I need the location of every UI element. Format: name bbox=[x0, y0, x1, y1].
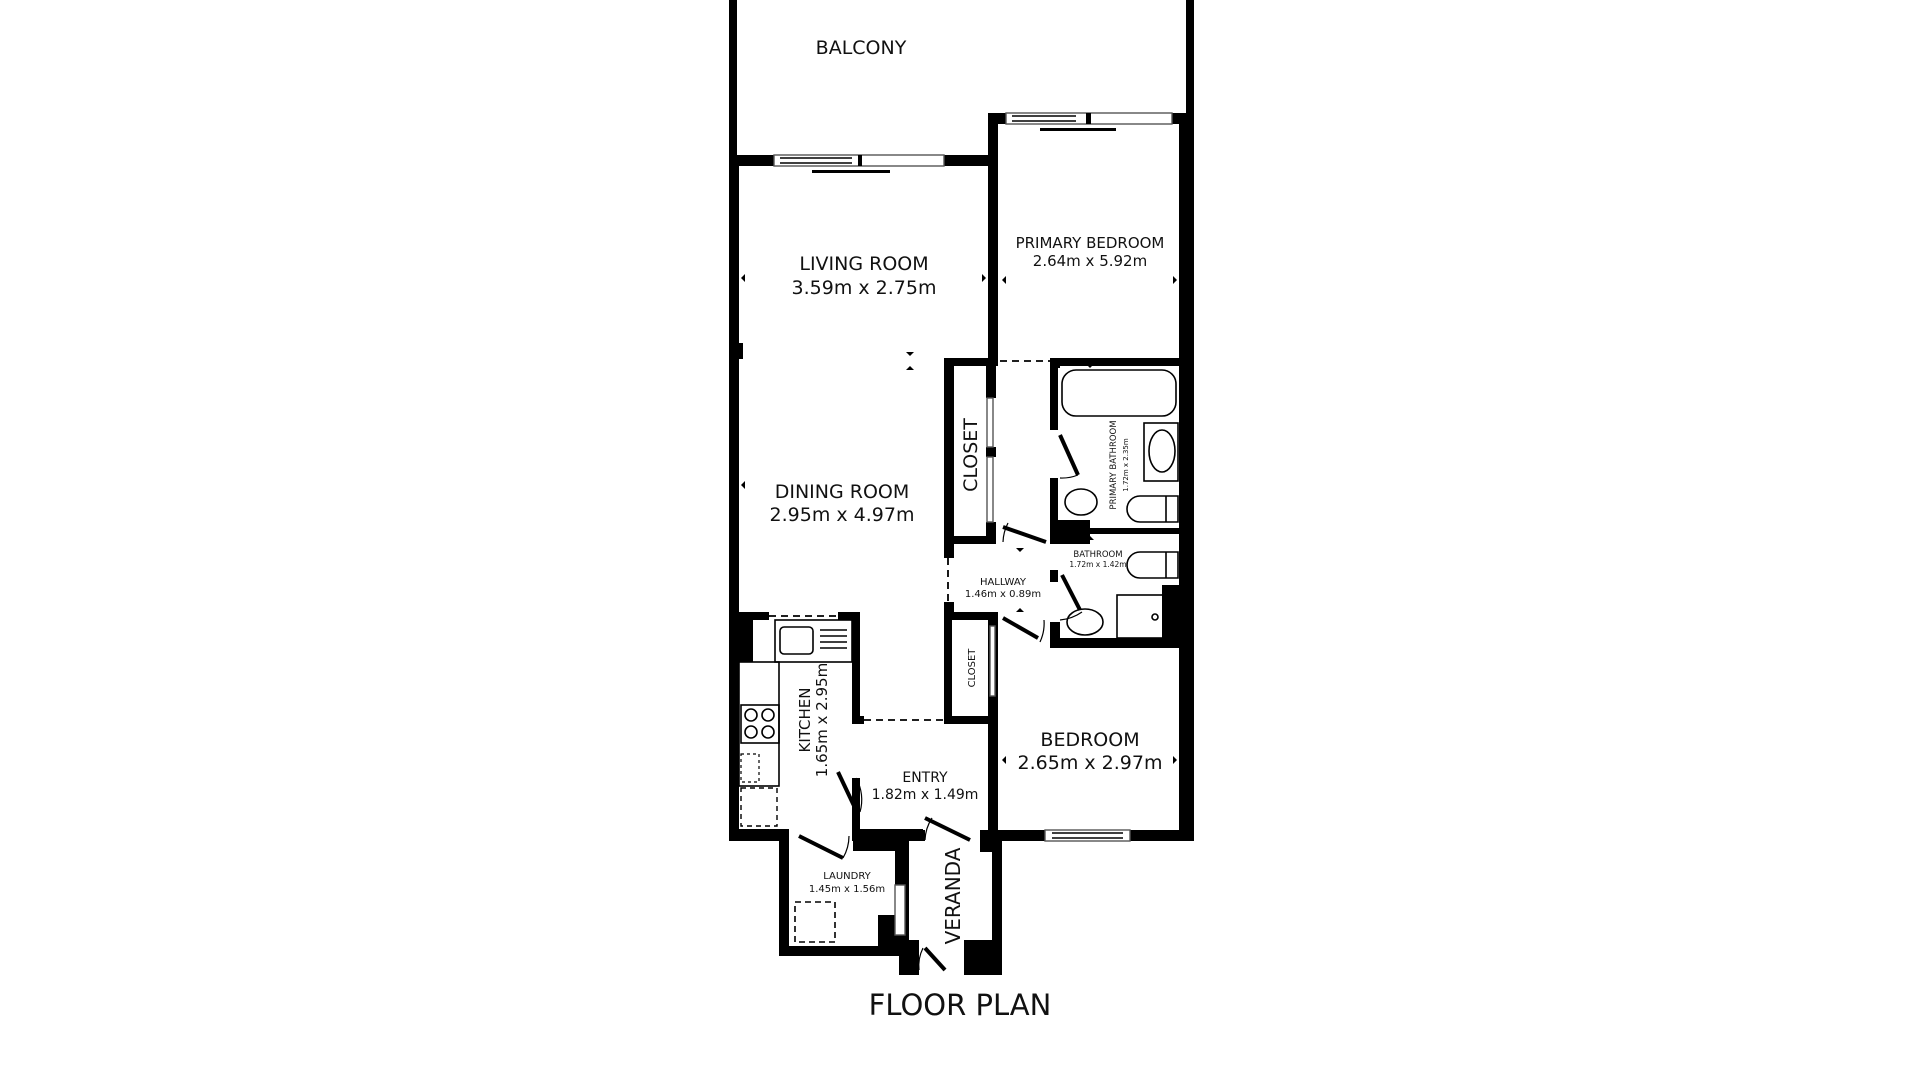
bathroom-dims: 1.72m x 1.42m bbox=[1069, 560, 1126, 569]
kitchen-dims: 1.65m x 2.95m bbox=[813, 663, 831, 777]
entry-dims: 1.82m x 1.49m bbox=[872, 787, 979, 803]
openings bbox=[769, 360, 1050, 721]
living-room-label: LIVING ROOM bbox=[799, 253, 928, 275]
balcony-walls bbox=[729, 0, 1194, 160]
exterior-walls bbox=[729, 113, 1194, 975]
dining-room-label: DINING ROOM bbox=[775, 481, 910, 503]
laundry-label: LAUNDRY bbox=[823, 871, 871, 882]
laundry-dims: 1.45m x 1.56m bbox=[809, 884, 885, 895]
primary-bathroom-label: PRIMARY BATHROOM bbox=[1109, 420, 1119, 509]
primary-bedroom-dims: 2.64m x 5.92m bbox=[1033, 252, 1147, 270]
dining-room-dims: 2.95m x 4.97m bbox=[770, 504, 915, 526]
floor-plan-title: FLOOR PLAN bbox=[869, 988, 1052, 1022]
closet-small-label: CLOSET bbox=[967, 648, 978, 688]
primary-bathroom-dims: 1.72m x 2.35m bbox=[1122, 438, 1130, 492]
dimension-markers bbox=[741, 274, 1177, 764]
interior-walls bbox=[944, 358, 1194, 724]
entry-label: ENTRY bbox=[902, 770, 948, 786]
hallway-dims: 1.46m x 0.89m bbox=[965, 589, 1041, 600]
closet-large-label: CLOSET bbox=[960, 418, 982, 492]
bedroom-label: BEDROOM bbox=[1040, 729, 1139, 751]
living-room-dims: 3.59m x 2.75m bbox=[792, 277, 937, 299]
primary-bedroom-label: PRIMARY BEDROOM bbox=[1016, 234, 1165, 252]
bedroom-dims: 2.65m x 2.97m bbox=[1018, 752, 1163, 774]
fixtures bbox=[738, 369, 1179, 943]
windows bbox=[773, 112, 1173, 936]
balcony-label: BALCONY bbox=[816, 37, 907, 59]
bathroom-label: BATHROOM bbox=[1073, 550, 1122, 560]
doors bbox=[798, 434, 1083, 972]
veranda-label: VERANDA bbox=[941, 847, 965, 944]
room-labels: BALCONY LIVING ROOM 3.59m x 2.75m PRIMAR… bbox=[770, 37, 1165, 1022]
kitchen-label: KITCHEN bbox=[796, 688, 814, 753]
hallway-label: HALLWAY bbox=[980, 577, 1027, 588]
